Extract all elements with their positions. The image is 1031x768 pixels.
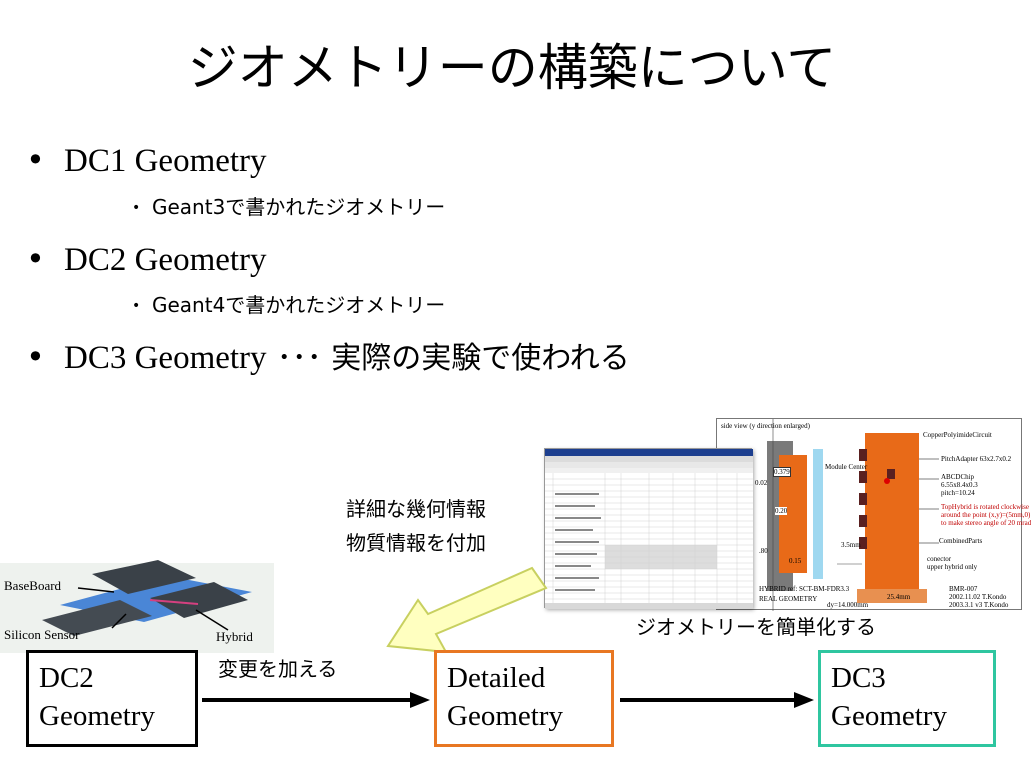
arrow-dc2-to-detailed-head bbox=[410, 692, 430, 708]
side-view-label: side view (y direction enlarged) bbox=[721, 422, 810, 430]
pitch-label: pitch=10.24 bbox=[941, 489, 975, 497]
dc2-box-line1: DC2 bbox=[39, 662, 94, 694]
tophybrid-note-1: TopHybrid is rotated clockwise bbox=[941, 503, 1029, 511]
dim-value-2: 0.02 bbox=[755, 479, 768, 487]
dc3-box-line1: DC3 bbox=[831, 662, 886, 694]
drawing-id-label: BMR-007 bbox=[949, 585, 978, 593]
copper-label: CopperPolyimideCircuit bbox=[923, 431, 992, 439]
baseboard-pointer bbox=[77, 587, 115, 593]
info-note-line1: 詳細な幾何情報 bbox=[346, 497, 486, 521]
arrow-detailed-to-dc3-head bbox=[794, 692, 814, 708]
dim-value-1: 0.379 bbox=[773, 467, 791, 477]
info-note-line2: 物質情報を付加 bbox=[346, 531, 486, 555]
sensor-upper-shape bbox=[92, 560, 196, 594]
cyan-strip bbox=[813, 449, 823, 579]
real-geometry-label: REAL GEOMETRY bbox=[759, 595, 818, 603]
spreadsheet-screenshot bbox=[544, 448, 753, 609]
detailed-geometry-box: Detailed Geometry bbox=[434, 650, 614, 747]
slide-title: ジオメトリーの構築について bbox=[187, 39, 837, 97]
drawing-date-1: 2002.11.02 T.Kondo bbox=[949, 593, 1007, 601]
sub-bullet-symbol: • bbox=[132, 298, 141, 314]
dim-value-7: 25.4mm bbox=[887, 593, 911, 601]
bullet-dc2: • DC2 Geometry bbox=[26, 239, 267, 280]
dim-value-5: 0.15 bbox=[789, 557, 802, 565]
dc2-geometry-box: DC2 Geometry bbox=[26, 650, 198, 747]
bullet-dc3-label: DC3 Geometry bbox=[64, 340, 267, 376]
callout-arrow bbox=[386, 566, 548, 654]
orange-base bbox=[857, 589, 927, 603]
sub-bullet-dc1: • Geant3で書かれたジオメトリー bbox=[132, 194, 445, 221]
bullet-dc1-label: DC1 Geometry bbox=[64, 143, 267, 179]
dim-value-3: 0.20 bbox=[775, 507, 788, 515]
tophybrid-note-2: around the point (x,y)=(5mm,0) bbox=[941, 511, 1031, 519]
drawing-date-2: 2003.3.1 v3 T.Kondo bbox=[949, 601, 1009, 609]
dim-value-4: .80 bbox=[759, 547, 768, 555]
hybrid-ref-label: HYBRID ref: SCT-BM-FDR3.3 bbox=[759, 585, 850, 593]
modify-label: 変更を加える bbox=[218, 657, 338, 681]
bullet-dc3: • DC3 Geometry ･･･ 実際の実験で使われる bbox=[26, 337, 630, 379]
sensor-pointer bbox=[111, 613, 127, 629]
tophybrid-note-3: to make stereo angle of 20 mrad bbox=[941, 519, 1031, 527]
dc2-box-line2: Geometry bbox=[39, 700, 155, 732]
sensor-lower-shape bbox=[150, 582, 248, 618]
abcd-dim-label: 6.55x8.4x0.3 bbox=[941, 481, 978, 489]
spreadsheet-grid bbox=[545, 449, 753, 609]
hybrid-label: Hybrid bbox=[216, 629, 253, 644]
dc3-box-line2: Geometry bbox=[831, 700, 947, 732]
detailed-box-line2: Geometry bbox=[447, 700, 563, 732]
sub-bullet-dc2-text: Geant4で書かれたジオメトリー bbox=[152, 293, 446, 317]
sensor-left-shape bbox=[42, 600, 152, 636]
orange-hybrid-right bbox=[865, 433, 919, 593]
hybrid-line bbox=[149, 599, 199, 605]
bullet-symbol: • bbox=[26, 338, 45, 376]
chip-pads bbox=[859, 449, 895, 549]
conector-label: conector bbox=[927, 555, 952, 563]
dc3-geometry-box: DC3 Geometry bbox=[818, 650, 996, 747]
bullet-dc2-label: DC2 Geometry bbox=[64, 242, 267, 278]
sub-bullet-dc2: • Geant4で書かれたジオメトリー bbox=[132, 292, 445, 319]
baseboard-label: BaseBoard bbox=[4, 578, 62, 593]
dy-label: dy=14.000mm bbox=[827, 601, 869, 609]
bullet-symbol: • bbox=[26, 141, 45, 179]
silicon-sensor-label: Silicon Sensor bbox=[4, 627, 80, 642]
pitch-adapter-label: PitchAdapter 63x2.7x0.2 bbox=[941, 455, 1012, 463]
bullet-symbol: • bbox=[26, 240, 45, 278]
bullet-dc3-suffix: ･･･ 実際の実験で使われる bbox=[276, 341, 630, 376]
sub-bullet-symbol: • bbox=[132, 200, 141, 216]
sub-bullet-dc1-text: Geant3で書かれたジオメトリー bbox=[152, 195, 446, 219]
combined-parts-label: CombinedParts bbox=[939, 537, 983, 545]
module-center-label: Module Center bbox=[825, 463, 868, 471]
abcd-chip-label: ABCDChip bbox=[941, 473, 975, 481]
upper-hybrid-label: upper hybrid only bbox=[927, 563, 978, 571]
bullet-dc1: • DC1 Geometry bbox=[26, 140, 267, 181]
hybrid-pointer bbox=[195, 609, 229, 631]
geometry-drawing: side view (y direction enlarged) CopperP… bbox=[716, 418, 1031, 611]
module-center-dot bbox=[884, 478, 890, 484]
detailed-box-line1: Detailed bbox=[447, 662, 546, 694]
dim-value-6: 3.5mm bbox=[841, 541, 861, 549]
simplify-label: ジオメトリーを簡単化する bbox=[636, 615, 876, 639]
